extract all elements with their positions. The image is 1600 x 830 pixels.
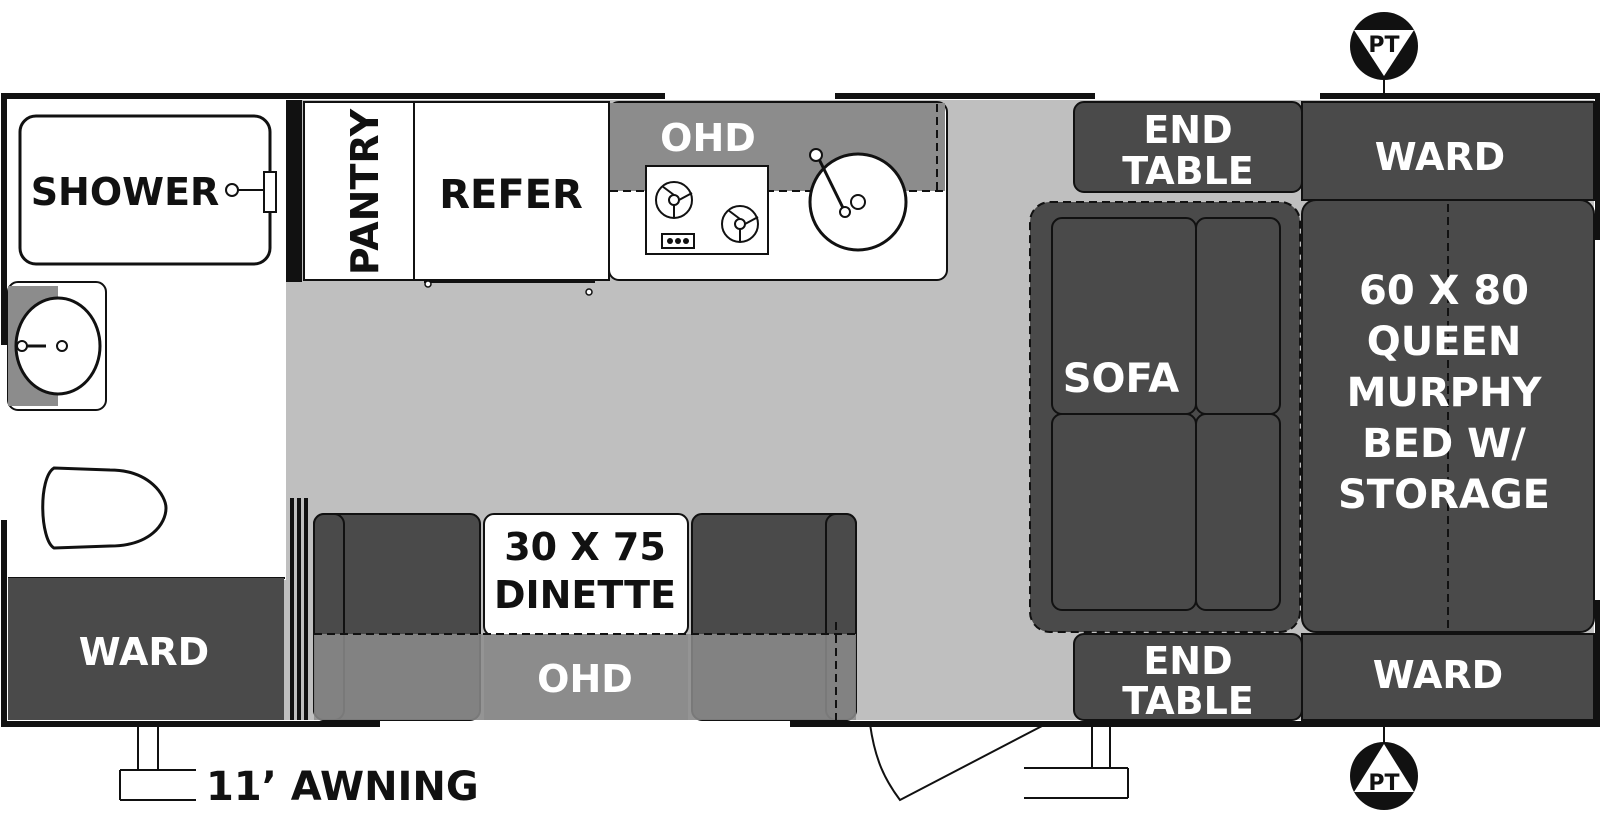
pantry-box [303, 101, 415, 281]
bathroom-door [304, 498, 308, 720]
faucet-tip [839, 206, 851, 218]
bed-label-line5: STORAGE [1338, 472, 1550, 518]
end-table-top-line2: TABLE [1122, 149, 1254, 193]
dinette-overhead-mid [484, 634, 688, 720]
window [1595, 240, 1600, 600]
pass-through-label-top: PT [1368, 33, 1399, 58]
knob-icon [683, 238, 689, 244]
pantry-label: PANTRY [343, 108, 387, 275]
bed-label-line4: BED W/ [1362, 421, 1526, 467]
pass-through-triangle-down [1354, 30, 1414, 76]
faucet-base [809, 148, 823, 162]
pass-through-label-bottom: PT [1368, 771, 1399, 796]
shower-label: SHOWER [31, 170, 220, 214]
ward-bottom-right [1301, 633, 1595, 721]
end-table-bottom-line2: TABLE [1122, 679, 1254, 723]
window [1095, 93, 1320, 99]
burner-icon [668, 194, 680, 206]
refer-hinge [585, 288, 593, 296]
pass-through-triangle-up [1354, 744, 1414, 792]
refer-box [413, 101, 610, 281]
end-table-top-line1: END [1143, 108, 1232, 152]
awning-bracket-icon [119, 724, 196, 801]
burner-icon [734, 218, 746, 230]
end-table-bottom-line1: END [1143, 639, 1232, 683]
window [380, 721, 790, 727]
dinette-label-line2: DINETTE [494, 573, 676, 617]
shower-drain [225, 183, 239, 197]
sofa-back-cushion [1195, 413, 1281, 611]
refer-hinge [424, 280, 432, 288]
awning-bracket-icon [1024, 724, 1129, 799]
bathroom-door [290, 498, 294, 720]
knob-icon [667, 238, 673, 244]
knob-icon [675, 238, 681, 244]
faucet [816, 156, 847, 213]
refer-label: REFER [439, 172, 583, 218]
sofa-label: SOFA [1063, 356, 1180, 402]
bathroom-door [297, 498, 301, 720]
window [1, 345, 7, 520]
ward-left [8, 578, 284, 720]
bed-label-line1: 60 X 80 [1359, 268, 1529, 314]
sofa-back-cushion [1195, 217, 1281, 415]
sofa-cushion [1051, 413, 1197, 611]
awning-label: 11’ AWNING [206, 764, 479, 810]
sink-drain [850, 194, 866, 210]
dinette-label-line1: 30 X 75 [504, 525, 666, 569]
ohd-kitchen-label: OHD [660, 116, 756, 160]
sink-drain [56, 340, 68, 352]
window [665, 93, 835, 99]
bath-wall [286, 100, 302, 282]
shower-valve [263, 171, 277, 213]
bed-label-line2: QUEEN [1367, 319, 1522, 365]
faucet-base [16, 340, 28, 352]
ward-top-right-label: WARD [1375, 135, 1505, 179]
burner-grate [727, 209, 759, 242]
toilet-icon [41, 466, 168, 550]
ohd-dinette-label: OHD [537, 657, 633, 701]
entry-door-swing [869, 723, 1043, 802]
ward-bottom-right-label: WARD [1373, 653, 1503, 697]
ward-left-label: WARD [79, 630, 209, 674]
burner-grate [661, 185, 693, 218]
bed-label-line3: MURPHY [1347, 370, 1543, 416]
